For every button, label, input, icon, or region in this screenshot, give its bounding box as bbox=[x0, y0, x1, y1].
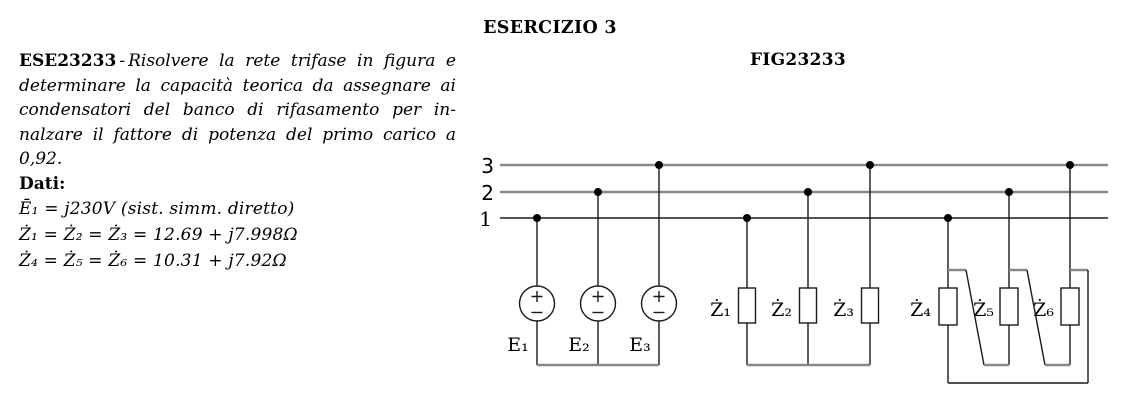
junction-dot bbox=[533, 214, 541, 222]
junction-dot bbox=[594, 188, 602, 196]
statement-line: condensatori del banco di rifasamento pe… bbox=[19, 100, 456, 120]
bus-labels: 3 2 1 bbox=[479, 154, 494, 231]
junction-dot bbox=[944, 214, 952, 222]
data-line-z456: Ż₄ = Ż₅ = Ż₆ = 10.31 + j7.92Ω bbox=[19, 251, 287, 271]
source-label-e3: E₃ bbox=[629, 334, 651, 356]
statement-line: determinare la capacità teorica da asseg… bbox=[19, 75, 456, 96]
junction-dot bbox=[1066, 161, 1074, 169]
voltage-source-e3: E₃ bbox=[629, 161, 678, 365]
load-z3: Ż₃ bbox=[833, 161, 880, 365]
page-title: ESERCIZIO 3 bbox=[483, 18, 617, 38]
impedance-body bbox=[999, 287, 1019, 326]
impedance-body bbox=[798, 287, 818, 324]
load-label-z2: Ż₂ bbox=[771, 298, 792, 321]
junction-dot bbox=[743, 214, 751, 222]
source-circle bbox=[518, 285, 556, 322]
dash-separator: - bbox=[119, 51, 126, 71]
junction-dot bbox=[804, 188, 812, 196]
exercise-code: ESE23233 bbox=[19, 51, 117, 71]
load-z2: Ż₂ bbox=[771, 188, 818, 365]
plus-icon bbox=[531, 291, 543, 302]
bus-label-3: 3 bbox=[481, 154, 494, 178]
impedance-body bbox=[860, 287, 880, 324]
bus-lines bbox=[500, 163, 1108, 219]
load-z4: Ż₄ bbox=[910, 214, 958, 383]
load-z5: Ż₅ bbox=[973, 188, 1019, 365]
figure-title: FIG23233 bbox=[749, 50, 847, 70]
junction-dot bbox=[655, 161, 663, 169]
source-circle bbox=[579, 285, 617, 322]
statement-line: 0,92. bbox=[19, 149, 63, 169]
delta-diagonal-1 bbox=[965, 269, 985, 366]
load-label-z5: Ż₅ bbox=[973, 298, 994, 321]
data-line-z123: Ż₁ = Ż₂ = Ż₃ = 12.69 + j7.998Ω bbox=[19, 225, 298, 245]
bus-label-2: 2 bbox=[481, 181, 494, 205]
plus-icon bbox=[592, 291, 604, 302]
load-z6: Ż₆ bbox=[1033, 161, 1080, 365]
load-label-z1: Ż₁ bbox=[710, 298, 731, 321]
statement-line: ESE23233-Risolvere la rete trifase in fi… bbox=[19, 49, 456, 74]
junction-dot bbox=[866, 161, 874, 169]
impedance-body bbox=[1060, 287, 1080, 326]
delta-connection-wires bbox=[948, 268, 1089, 384]
source-label-e2: E₂ bbox=[568, 334, 590, 356]
dati-label: Dati: bbox=[19, 173, 66, 194]
delta-diagonal-2 bbox=[1026, 269, 1046, 366]
junction-dot bbox=[1005, 188, 1013, 196]
plus-icon bbox=[653, 291, 665, 302]
statement-text: Risolvere la rete trifase in figura e bbox=[128, 51, 456, 71]
impedance-body bbox=[737, 287, 757, 324]
load-z1: Ż₁ bbox=[710, 214, 757, 365]
source-circle bbox=[640, 285, 678, 322]
voltage-source-e2: E₂ bbox=[568, 188, 617, 365]
bus-label-1: 1 bbox=[479, 207, 492, 231]
load-label-z6: Ż₆ bbox=[1033, 298, 1054, 321]
source-label-e1: E₁ bbox=[507, 334, 529, 356]
load-label-z4: Ż₄ bbox=[910, 298, 931, 321]
voltage-source-e1: E₁ bbox=[507, 214, 556, 365]
data-line-e1: Ē₁ = j230V (sist. simm. diretto) bbox=[19, 199, 295, 219]
problem-statement: ESE23233-Risolvere la rete trifase in fi… bbox=[19, 49, 456, 274]
statement-line: nalzare il fattore di potenza del primo … bbox=[19, 124, 456, 145]
impedance-body bbox=[938, 287, 958, 326]
load-label-z3: Ż₃ bbox=[833, 298, 854, 321]
